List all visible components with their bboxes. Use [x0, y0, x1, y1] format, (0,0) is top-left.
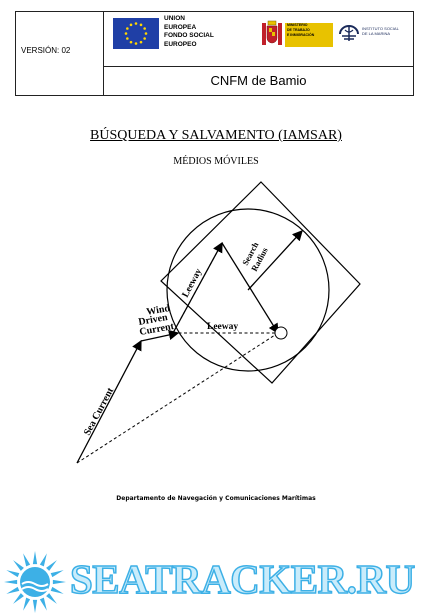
search-radius-arrow — [247, 230, 303, 291]
sun-ray-icon — [50, 570, 64, 578]
watermark-text: SEATRACKER.RU — [69, 556, 416, 602]
sun-ray-icon — [23, 553, 31, 567]
document-title: BÚSQUEDA Y SALVAMENTO (IAMSAR) — [90, 128, 342, 143]
eu-star-icon — [126, 37, 129, 40]
center-name: CNFM de Bamio — [210, 73, 307, 88]
ism-logo: INSTITUTO SOCIAL DE LA MARINA — [338, 24, 418, 46]
dashed-line-lower — [76, 332, 279, 464]
eu-star-icon — [126, 27, 129, 30]
document-header: VERSIÓN: 02 UNION EUROPEA FONDO SOCIAL E… — [15, 11, 414, 96]
sun-ray-icon — [6, 570, 20, 578]
seatracker-watermark: SEATRACKER.RU — [0, 545, 432, 616]
sun-logo-icon — [4, 551, 66, 613]
sun-ray-icon — [4, 579, 18, 585]
eu-star-icon — [143, 37, 146, 40]
eu-fund-text: UNION EUROPEA FONDO SOCIAL EUROPEO — [164, 15, 214, 48]
sun-ray-icon — [23, 597, 31, 611]
sun-ray-icon — [52, 579, 66, 585]
eu-star-icon — [129, 40, 133, 44]
sun-ray-icon — [6, 586, 20, 594]
label-sea-current: Sea Current — [82, 385, 117, 437]
datum-marker — [274, 326, 288, 340]
eu-star-icon — [139, 40, 143, 44]
sun-ray-icon — [13, 593, 24, 604]
search-area-square — [160, 181, 361, 384]
ministry-logo: MINISTERIO DE TRABAJO E INMIGRACIÓN — [259, 20, 333, 50]
eu-star-icon — [129, 23, 133, 27]
version-cell: VERSIÓN: 02 — [16, 12, 104, 95]
center-name-cell: CNFM de Bamio — [104, 67, 413, 95]
label-wind: Wind — [146, 303, 172, 318]
search-area-circle — [166, 208, 330, 372]
label-leeway-horizontal: Leeway — [207, 322, 238, 332]
sun-ray-icon — [50, 586, 64, 594]
eu-star-icon — [139, 23, 143, 27]
wind-current-arrow — [140, 329, 180, 342]
sea-current-arrow — [76, 339, 142, 464]
eu-star-icon — [134, 42, 138, 45]
sun-ray-icon — [32, 599, 38, 613]
eu-star-icon — [144, 32, 148, 35]
sun-ray-icon — [46, 593, 57, 604]
leeway-vertical-arrow — [172, 241, 223, 334]
eu-flag-logo — [113, 18, 159, 49]
sun-ray-icon — [39, 553, 47, 567]
sun-ray-icon — [46, 560, 57, 571]
label-driven: Driven — [138, 312, 169, 328]
sun-ray-icon — [13, 560, 24, 571]
eu-star-icon — [143, 27, 146, 30]
ism-text: INSTITUTO SOCIAL DE LA MARINA — [362, 26, 399, 36]
sun-ray-icon — [32, 551, 38, 565]
logos-cell: UNION EUROPEA FONDO SOCIAL EUROPEO MINIS… — [104, 12, 413, 67]
document-subtitle: MÉDIOS MÓVILES — [173, 156, 259, 167]
search-radius-diagram: Sea Current Wind Driven Current Leeway L… — [76, 181, 361, 464]
department-name: Departamento de Navegación y Comunicacio… — [116, 495, 316, 502]
sun-ray-icon — [39, 597, 47, 611]
eu-star-icon — [124, 32, 128, 35]
version-label: VERSIÓN: 02 — [21, 46, 71, 55]
eu-star-icon — [134, 22, 138, 25]
ministry-text: MINISTERIO DE TRABAJO E INMIGRACIÓN — [285, 23, 333, 47]
